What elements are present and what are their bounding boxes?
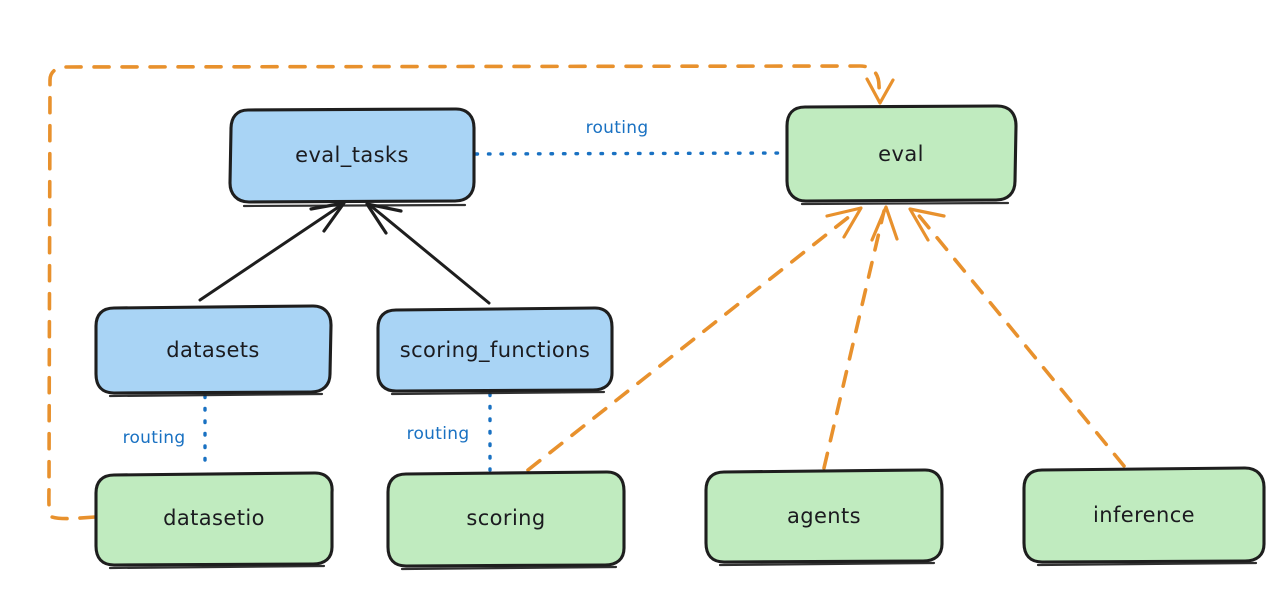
node-agents[interactable]: agents [704,468,944,567]
edge-label-routing-eval-tasks-eval: routing [586,118,649,138]
edge-label-routing-datasets-datasetio: routing [123,428,186,448]
node-box-scoring-functions [376,306,614,393]
node-box-eval-tasks [228,107,476,204]
node-scoring[interactable]: scoring [386,470,626,571]
edge-agents-eval [822,205,899,470]
edge-label-layer: routing routing routing [123,118,649,448]
node-shadow-scoring [400,565,618,571]
node-shadow-eval-tasks [242,203,467,208]
edge-path-scoring-functions-eval-tasks [369,204,491,305]
node-eval[interactable]: eval [785,104,1018,206]
node-label-inference: inference [1093,503,1195,527]
edge-path-agents-eval [822,209,886,470]
arrowhead-datasetio-eval [865,77,895,105]
node-box-datasetio [94,471,334,567]
node-label-eval-tasks: eval_tasks [295,143,409,168]
edge-path-datasetio-eval [47,64,882,521]
node-shadow-scoring-functions [390,390,606,396]
node-label-datasets: datasets [166,338,260,362]
edge-scoring-eval [526,206,863,472]
node-eval-tasks[interactable]: eval_tasks [228,107,476,208]
node-shadow-datasetio [108,564,326,570]
node-scoring-functions[interactable]: scoring_functions [376,306,614,396]
arrowhead-agents-eval [870,205,899,242]
node-box-datasets [94,304,333,395]
arrowhead-datasets-eval-tasks [309,201,346,233]
node-box-agents [704,468,944,564]
arrowhead-scoring-eval [825,206,863,239]
arrowhead-inference-eval [908,207,946,242]
node-shadow-inference [1036,561,1258,567]
node-shadow-agents [718,561,936,567]
edge-datasets-eval-tasks [198,201,346,302]
node-shadow-eval [800,201,1010,206]
edge-label-routing-scoring-functions-scoring: routing [407,424,470,444]
node-label-scoring-functions: scoring_functions [400,338,590,363]
node-datasetio[interactable]: datasetio [94,471,334,570]
node-label-agents: agents [787,504,861,528]
edge-path-inference-eval [914,210,1126,468]
edge-path-eval-tasks-eval [474,151,788,156]
node-label-scoring: scoring [466,506,545,530]
node-label-datasetio: datasetio [163,506,265,530]
node-box-scoring [386,470,626,568]
node-datasets[interactable]: datasets [94,304,333,398]
node-shadow-datasets [108,392,324,398]
edge-scoring-functions-eval-tasks [365,202,491,305]
edge-path-scoring-eval [526,210,857,472]
node-inference[interactable]: inference [1022,466,1266,567]
node-box-inference [1022,466,1266,564]
edge-inference-eval [908,207,1126,468]
node-box-eval [785,104,1018,203]
edge-datasetio-eval [47,64,895,521]
node-layer: eval_tasks eval datasets scoring_functio… [94,104,1266,571]
edge-path-datasets-eval-tasks [198,204,342,302]
node-label-eval: eval [878,142,924,166]
edge-layer [47,64,1126,521]
arrowhead-scoring-functions-eval-tasks [365,202,403,235]
